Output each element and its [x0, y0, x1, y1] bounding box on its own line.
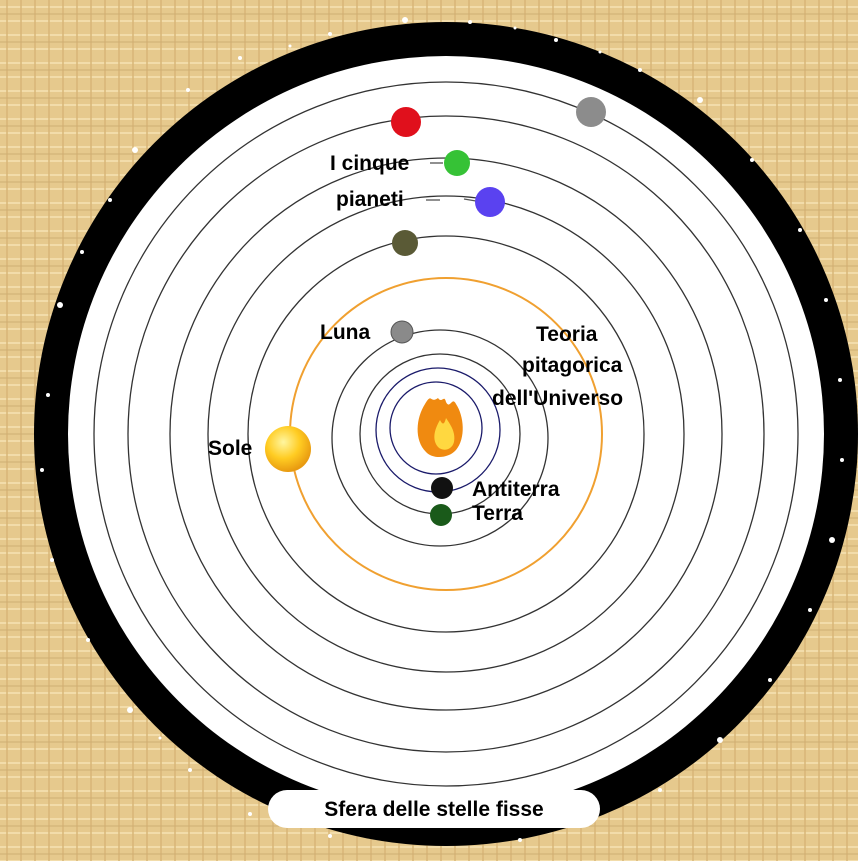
planet-red [391, 107, 421, 137]
label-teoria-line2: pitagorica [522, 354, 623, 377]
planet-olive [392, 230, 418, 256]
planet-green [444, 150, 470, 176]
label-terra: Terra [472, 502, 523, 525]
label-sfera: Sfera delle stelle fisse [324, 798, 543, 821]
label-sole: Sole [208, 437, 252, 460]
sole-icon [265, 426, 311, 472]
label-teoria-line3: dell'Universo [492, 387, 623, 410]
luna-icon [391, 321, 413, 343]
label-cinque-line1: I cinque [330, 152, 409, 175]
label-cinque-line2: pianeti [336, 188, 404, 211]
terra-icon [430, 504, 452, 526]
label-antiterra: Antiterra [472, 478, 560, 501]
planet-blue [475, 187, 505, 217]
label-luna: Luna [320, 321, 370, 344]
antiterra-icon [431, 477, 453, 499]
label-teoria-line1: Teoria [536, 323, 598, 346]
planet-gray [576, 97, 606, 127]
central-fire-icon [418, 398, 463, 457]
